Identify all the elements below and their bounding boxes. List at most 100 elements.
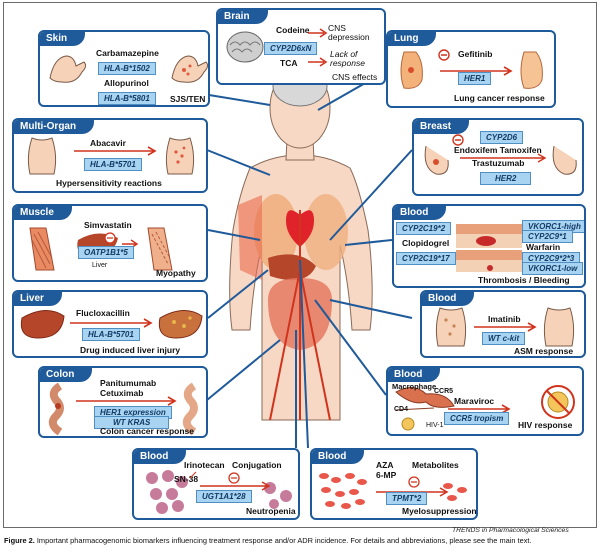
- drug-aza: AZA: [376, 460, 394, 470]
- virus-blocked-icon: [541, 385, 575, 419]
- effect-lack-of-response: Lack of response: [330, 49, 365, 68]
- panel-title: Blood: [422, 292, 475, 306]
- process-conjugation: Conjugation: [232, 460, 282, 470]
- panel-title: Blood: [388, 368, 441, 382]
- outcome-drug-induced-liver-injury: Drug induced liver injury: [80, 345, 181, 355]
- outcome-myopathy: Myopathy: [156, 268, 196, 278]
- blood-hiv-panel: Blood Macrophage CCR5 CD4 Maraviroc CCR5…: [386, 366, 584, 436]
- arrow-icon: [76, 396, 177, 406]
- colon-icon: [48, 382, 64, 436]
- gene-her1: HER1: [458, 72, 492, 85]
- macrophage-label: Macrophage: [392, 382, 437, 391]
- rash-torso-icon: [165, 137, 195, 175]
- damaged-muscle-icon: [147, 227, 173, 271]
- drug-imatinib: Imatinib: [488, 314, 521, 324]
- panel-title: Multi-Organ: [14, 120, 95, 134]
- drug-panitumumab: Panitumumab: [100, 378, 157, 388]
- muscle-icon: [29, 227, 55, 271]
- panel-title: Blood: [312, 450, 365, 464]
- arrow-icon: [452, 134, 547, 163]
- connector-lines: [206, 62, 413, 449]
- torso-icon: [435, 307, 467, 347]
- healthy-breast-icon: [552, 145, 577, 175]
- panel-title: Brain: [218, 10, 268, 24]
- cd4-label: CD4: [394, 406, 409, 413]
- panel-title: Liver: [14, 292, 62, 306]
- panel-title: Skin: [40, 32, 86, 46]
- arrow-icon: [74, 146, 157, 156]
- outcome-asm-response: ASM response: [514, 346, 574, 356]
- hand-icon: [49, 55, 87, 83]
- outcome-thrombosis-bleeding: Thrombosis / Bleeding: [478, 275, 570, 285]
- depleted-red-cells-icon: [443, 483, 467, 501]
- outcome-sjs-ten: SJS/TEN: [170, 94, 206, 104]
- caption-text: Important pharmacogenomic biomarkers inf…: [36, 536, 532, 545]
- gene-wt-kras: WT KRAS: [94, 416, 170, 429]
- gene-her2: HER2: [480, 172, 532, 185]
- breast-icon: [424, 145, 449, 175]
- muscle-panel: Muscle Simvastatin OATP1B1*5 Liver Myopa…: [12, 204, 208, 282]
- drug-warfarin: Warfarin: [526, 242, 561, 252]
- arrow-icon: [438, 49, 513, 76]
- arrow-icon: [474, 322, 537, 332]
- blood-imatinib-panel: Blood Imatinib WT c-kit ASM response: [420, 290, 586, 358]
- brain-panel: Brain Codeine CNS depression CYP2D6xN TC…: [216, 8, 386, 85]
- colon-panel: Colon Panitumumab Cetuximab HER1 express…: [38, 366, 208, 438]
- gene-ugt1a1-28: UGT1A1*28: [196, 490, 252, 503]
- gene-oatp1b1-5: OATP1B1*5: [78, 246, 134, 259]
- drug-carbamazepine: Carbamazepine: [96, 48, 159, 58]
- panel-title: Blood: [394, 206, 447, 220]
- healthy-colon-icon: [182, 382, 198, 436]
- outcome-neutropenia: Neutropenia: [246, 506, 296, 516]
- healthy-lung-icon: [520, 51, 543, 89]
- drug-clopidogrel: Clopidogrel: [402, 238, 450, 248]
- outcome-hypersensitivity-reactions: Hypersensitivity reactions: [56, 178, 162, 188]
- gene-hla-b5701: HLA-B*5701: [84, 158, 142, 171]
- drug-irinotecan: Irinotecan: [184, 460, 225, 470]
- gene-cyp2d6xn: CYP2D6xN: [264, 42, 318, 55]
- healthy-torso-icon: [543, 307, 575, 347]
- drug-codeine: Codeine: [276, 25, 310, 35]
- blood-vessels: [269, 210, 331, 421]
- hiv-1-label: HIV-1: [426, 422, 444, 429]
- red-blood-cells-icon: [319, 473, 367, 509]
- drug-simvastatin: Simvastatin: [84, 220, 132, 230]
- panel-title: Lung: [388, 32, 437, 46]
- drug-abacavir: Abacavir: [90, 138, 126, 148]
- brain-icon: [226, 31, 264, 63]
- effect-cns-depression: CNS depression: [328, 23, 370, 42]
- damaged-liver-icon: [158, 310, 203, 339]
- arrow-icon: [189, 471, 271, 491]
- liver-panel: Liver Flucloxacillin HLA-B*5701 Drug ind…: [12, 290, 208, 358]
- gene-cyp2c9-1: CYP2C9*1: [522, 230, 573, 243]
- gene-vkorc1-low: VKORC1-low: [522, 262, 584, 275]
- outcome-colon-cancer-response: Colon cancer response: [100, 426, 195, 436]
- ccr5-label: CCR5: [434, 388, 454, 395]
- skin-panel: Skin Carbamazepine HLA-B*1502 Allopurino…: [38, 30, 210, 107]
- outcome-lung-cancer-response: Lung cancer response: [454, 93, 545, 103]
- macrophage-icon: [395, 387, 455, 431]
- white-blood-cells-icon: [146, 470, 188, 514]
- liver-icon: [20, 310, 65, 339]
- multi-organ-panel: Multi-Organ Abacavir HLA-B*5701 Hypersen…: [12, 118, 208, 193]
- drug-6-mp: 6-MP: [376, 470, 397, 480]
- outcome-hiv-response: HIV response: [518, 420, 573, 430]
- metabolite-label: Metabolites: [412, 460, 459, 470]
- rash-hand-icon: [171, 55, 208, 83]
- drug-allopurinol: Allopurinol: [104, 78, 149, 88]
- gene-tpmt-2: TPMT*2: [386, 492, 428, 505]
- outcome-cns-effects: CNS effects: [332, 72, 378, 82]
- gene-hla-b1502: HLA-B*1502: [98, 62, 156, 75]
- lung-panel: Lung Gefitinib HER1 Lung cancer response: [386, 30, 556, 108]
- panel-title: Breast: [414, 120, 470, 134]
- blood-irinotecan-panel: Blood Irinotecan SN-38 Conjugation UGT1A…: [132, 448, 300, 520]
- liver-label: Liver: [92, 262, 108, 269]
- metabolite-sn-38: SN-38: [174, 474, 199, 484]
- drug-cetuximab: Cetuximab: [100, 388, 144, 398]
- gene-cyp2d6: CYP2D6: [480, 131, 524, 144]
- arrow-icon: [448, 404, 511, 414]
- gene-hla-b5701: HLA-B*5701: [82, 328, 140, 341]
- drug-endoxifem-tamoxifen: Endoxifem Tamoxifen: [454, 145, 542, 155]
- gene-cyp2c19-2: CYP2C19*2: [396, 222, 452, 235]
